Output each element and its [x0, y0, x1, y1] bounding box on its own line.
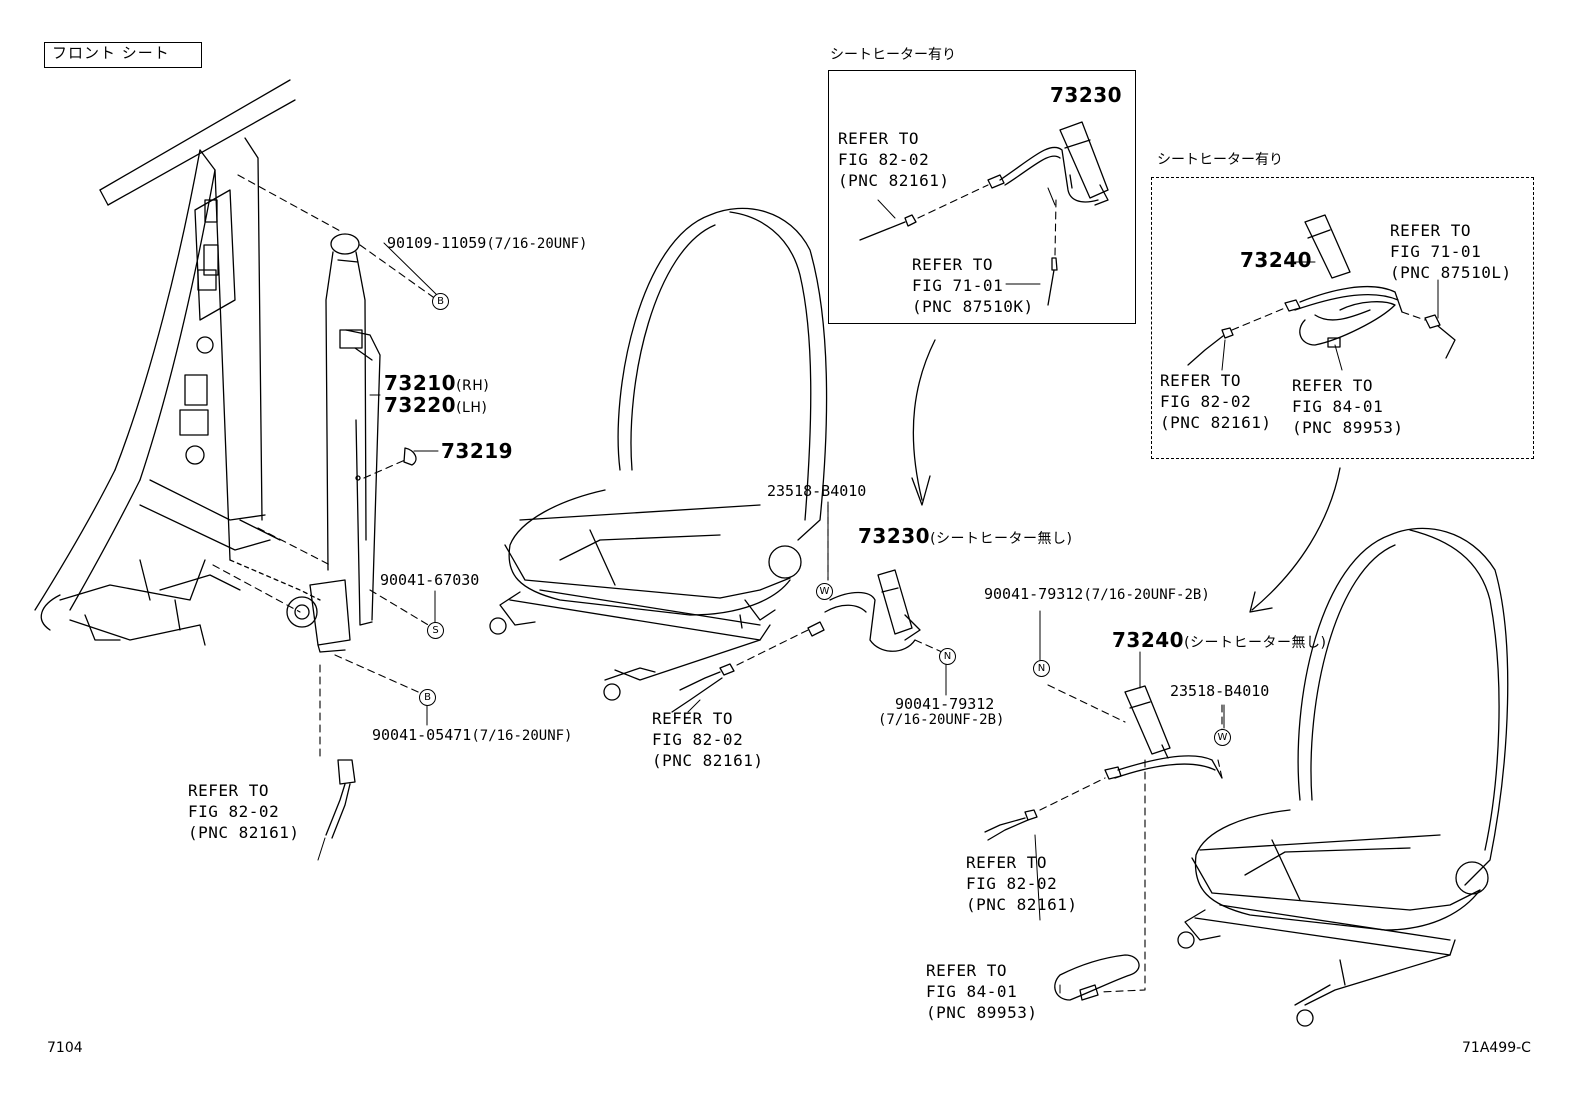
- fastener-b-upper: B: [432, 293, 449, 310]
- fastener-n-center: N: [939, 648, 956, 665]
- inset2-title: シートヒーター有り: [1157, 152, 1283, 168]
- buckle-73240-drawing: [984, 685, 1223, 1001]
- inset2-ref-harness: REFER TO FIG 82-02 (PNC 82161): [1160, 371, 1272, 432]
- callout-bolt-upper: 90109-11059(7/16-20UNF): [387, 234, 588, 252]
- callout-belt-lh: 73220(LH): [384, 395, 487, 415]
- buckle-rh-number: 73230: [858, 524, 931, 548]
- buckle-rh-note: (シートヒーター無し): [930, 531, 1073, 547]
- inset2-part-73240: 73240: [1240, 248, 1313, 272]
- section-label: フロント シート: [52, 44, 170, 62]
- callout-ref-pillar-harness: REFER TO FIG 82-02 (PNC 82161): [188, 781, 300, 842]
- install-lines-left: [212, 174, 434, 761]
- b-pillar-drawing: [34, 79, 321, 646]
- inset2-ref-heater: REFER TO FIG 71-01 (PNC 87510L): [1390, 221, 1512, 282]
- callout-nut-rh: 90041-79312: [895, 695, 995, 713]
- inset-arrows: [911, 339, 1341, 613]
- inset1-title: シートヒーター有り: [830, 47, 956, 63]
- right-seat-drawing: [1177, 527, 1509, 1027]
- callout-button-73219: 73219: [441, 439, 514, 463]
- buckle-lh-number: 73240: [1112, 628, 1185, 652]
- fastener-b-lower: B: [419, 689, 436, 706]
- callout-belt-rh: 73210(RH): [384, 373, 489, 393]
- callout-clamp-rh: 23518-B4010: [767, 482, 867, 500]
- inset-73240-drawing: [1187, 214, 1456, 366]
- bolt-lower-number: 90041-05471: [372, 726, 472, 744]
- install-lines-right: [1039, 684, 1223, 993]
- inset1-part-73230: 73230: [1050, 83, 1123, 107]
- buckle-lh-note: (シートヒーター無し): [1184, 635, 1327, 651]
- inset-73230-drawing: [859, 121, 1109, 306]
- bolt-upper-number: 90109-11059: [387, 234, 487, 252]
- page-number: 7104: [47, 1040, 83, 1056]
- nut-lh-number: 90041-79312: [984, 585, 1084, 603]
- fastener-s: S: [427, 622, 444, 639]
- inset1-ref-harness: REFER TO FIG 82-02 (PNC 82161): [838, 129, 950, 190]
- nut-lh-spec: (7/16-20UNF-2B): [1083, 587, 1210, 603]
- bolt-upper-spec: (7/16-20UNF): [486, 236, 588, 252]
- buckle-73230-drawing: [671, 569, 921, 713]
- inset1-frame: [828, 70, 1136, 324]
- belt-rh-number: 73210: [384, 371, 457, 395]
- callout-nut-lh: 90041-79312(7/16-20UNF-2B): [984, 585, 1210, 603]
- callout-ref-switch-lh: REFER TO FIG 84-01 (PNC 89953): [926, 961, 1038, 1022]
- inset-73240-lines: [1231, 307, 1426, 331]
- callout-nut-rh-spec: (7/16-20UNF-2B): [878, 712, 1005, 728]
- callout-bolt-lower: 90041-05471(7/16-20UNF): [372, 726, 573, 744]
- fastener-n-right: N: [1033, 660, 1050, 677]
- callout-buckle-lh: 73240(シートヒーター無し): [1112, 630, 1327, 650]
- inset2-ref-switch: REFER TO FIG 84-01 (PNC 89953): [1292, 376, 1404, 437]
- center-seat-drawing: [489, 207, 828, 701]
- callout-buckle-rh: 73230(シートヒーター無し): [858, 526, 1073, 546]
- bolt-lower-spec: (7/16-20UNF): [471, 728, 573, 744]
- belt-lh-number: 73220: [384, 393, 457, 417]
- belt-rh-side: (RH): [456, 378, 490, 394]
- seat-belt-drawing: [286, 233, 417, 839]
- section-label-box: [44, 42, 202, 68]
- inset2-frame: [1151, 177, 1534, 459]
- callout-screw-s: 90041-67030: [380, 571, 480, 589]
- inset-73230-lines: [917, 184, 1057, 256]
- leader-lines: [317, 187, 1439, 994]
- belt-lh-side: (LH): [456, 400, 488, 416]
- fastener-w-right: W: [1214, 729, 1231, 746]
- fastener-w-center: W: [816, 583, 833, 600]
- figure-id: 71A499-C: [1462, 1040, 1531, 1056]
- callout-ref-seat-harness-rh: REFER TO FIG 82-02 (PNC 82161): [652, 709, 764, 770]
- callout-ref-seat-harness-lh: REFER TO FIG 82-02 (PNC 82161): [966, 853, 1078, 914]
- inset1-ref-heater: REFER TO FIG 71-01 (PNC 87510K): [912, 255, 1034, 316]
- callout-clamp-lh: 23518-B4010: [1170, 682, 1270, 700]
